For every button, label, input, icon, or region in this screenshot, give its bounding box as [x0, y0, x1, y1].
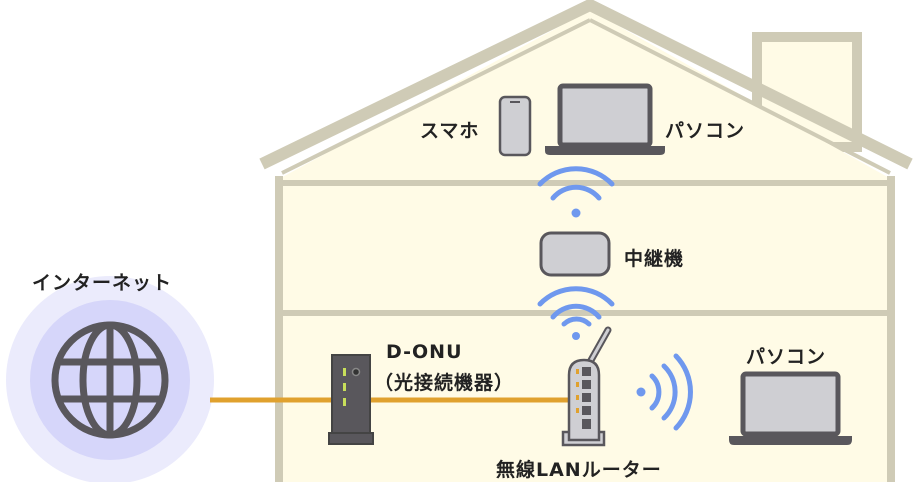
laptop-downstairs — [729, 371, 852, 445]
smartphone-device — [498, 95, 532, 157]
wireless-router — [561, 326, 612, 447]
internet-label: インターネット — [32, 272, 173, 294]
repeater-label: 中継機 — [624, 248, 685, 270]
internet-globe — [6, 276, 214, 482]
wifi-icon-router-right — [636, 353, 693, 431]
onu-name-label: D-ONU — [386, 341, 463, 363]
smartphone-label: スマホ — [420, 120, 480, 142]
wifi-icon-router-up — [561, 316, 592, 340]
pc-upstairs-label: パソコン — [665, 120, 746, 142]
onu-desc-label: （光接続機器） — [374, 372, 515, 394]
wifi-icon-repeater-up — [537, 166, 615, 218]
router-label: 無線LANルーター — [496, 459, 662, 481]
globe-icon — [51, 321, 169, 439]
pc-downstairs-label: パソコン — [746, 346, 827, 368]
wifi-icon-to-repeater — [537, 286, 615, 320]
laptop-upstairs — [545, 83, 665, 155]
onu-device — [328, 354, 374, 445]
repeater-device — [539, 231, 611, 277]
